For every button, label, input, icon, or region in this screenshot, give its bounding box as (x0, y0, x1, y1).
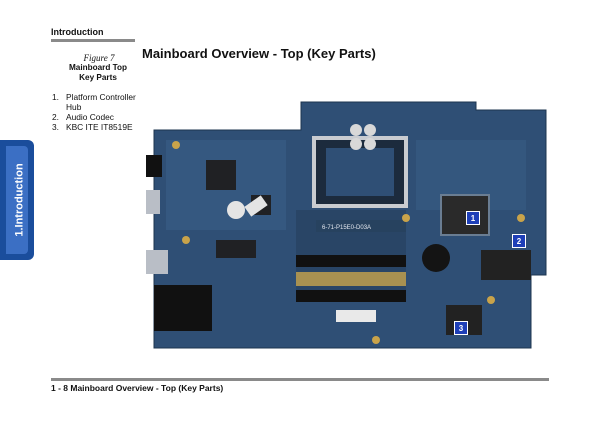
list-item: 1. Platform Controller Hub (52, 92, 142, 112)
figure-number: Figure 7 (83, 53, 115, 63)
section-header: Introduction (51, 27, 104, 37)
footer-rule (51, 378, 549, 381)
page-title: Mainboard Overview - Top (Key Parts) (142, 46, 376, 61)
figure-caption-line2: Key Parts (79, 73, 117, 82)
footer-text: 1 - 8 Mainboard Overview - Top (Key Part… (51, 383, 224, 393)
chapter-tab-label: 1.Introduction (14, 163, 27, 237)
list-item-number: 3. (52, 122, 59, 132)
mainboard-photo: 6-71-P15E0-D03A 1 2 3 (146, 100, 550, 350)
marker-3-kbc: 3 (454, 321, 468, 335)
list-item-label: KBC ITE IT8519E (66, 122, 133, 132)
key-parts-list: 1. Platform Controller Hub 2. Audio Code… (52, 92, 142, 132)
chapter-tab-label-wrap: 1.Introduction (3, 140, 37, 260)
figure-caption-line1: Mainboard Top (68, 63, 128, 72)
list-item-label: Platform Controller Hub (66, 92, 136, 112)
chapter-tab-inner (6, 146, 28, 254)
header-rule (51, 39, 135, 42)
marker-2-audio-codec: 2 (512, 234, 526, 248)
silkscreen-text: 6-71-P15E0-D03A (322, 225, 371, 231)
list-item-number: 2. (52, 112, 59, 122)
list-item-label: Audio Codec (66, 112, 114, 122)
marker-1-pch: 1 (466, 211, 480, 225)
figure-caption: Mainboard Top Key Parts (58, 63, 138, 83)
mainboard-illustration: 6-71-P15E0-D03A (146, 101, 547, 349)
list-item: 3. KBC ITE IT8519E (52, 122, 142, 132)
list-item: 2. Audio Codec (52, 112, 142, 122)
list-item-number: 1. (52, 92, 59, 102)
